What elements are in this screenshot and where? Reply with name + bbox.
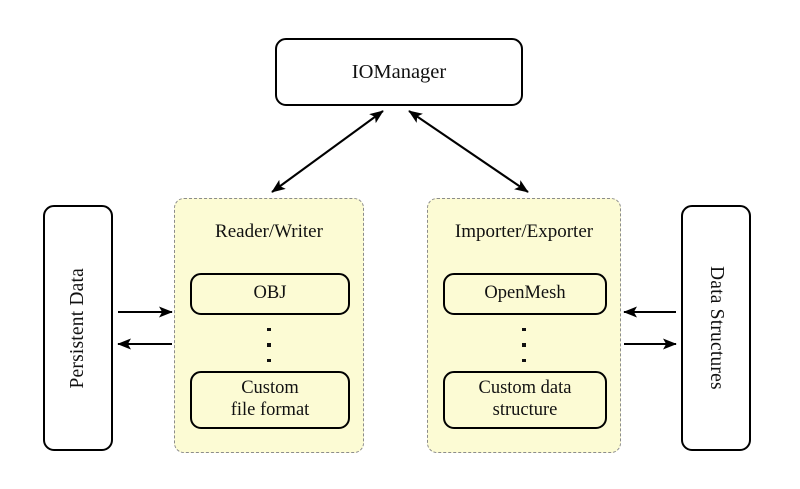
ellipsis-dot xyxy=(522,328,526,332)
ellipsis-dot xyxy=(522,358,526,362)
data-structures-box[interactable]: Data Structures xyxy=(681,205,751,451)
ellipsis-dot xyxy=(267,343,271,347)
custom-file-format-line1: Custom xyxy=(241,378,299,399)
reader-writer-item-obj[interactable]: OBJ xyxy=(190,273,350,315)
iomanager-box[interactable]: IOManager xyxy=(275,38,523,106)
iomanager-label: IOManager xyxy=(351,60,447,83)
importer-exporter-group-title: Importer/Exporter xyxy=(454,221,594,242)
ellipsis-dot xyxy=(267,328,271,332)
arrow-iomanager-reader-writer xyxy=(271,110,384,193)
persistent-data-box[interactable]: Persistent Data xyxy=(43,205,113,451)
importer-exporter-item-custom-data-structure[interactable]: Custom data structure xyxy=(443,371,607,429)
ellipsis-dot xyxy=(522,343,526,347)
importer-exporter-group: Importer/Exporter OpenMesh Custom data s… xyxy=(427,198,621,453)
reader-writer-item-custom-file-format-label: Custom file format xyxy=(231,378,310,422)
reader-writer-group: Reader/Writer OBJ Custom file format xyxy=(174,198,364,453)
custom-data-structure-line1: Custom data xyxy=(478,378,572,399)
reader-writer-item-custom-file-format[interactable]: Custom file format xyxy=(190,371,350,429)
arrow-iomanager-importer-exporter xyxy=(408,110,529,193)
importer-exporter-item-custom-data-structure-label: Custom data structure xyxy=(478,378,571,422)
importer-exporter-item-openmesh[interactable]: OpenMesh xyxy=(443,273,607,315)
data-structures-label: Data Structures xyxy=(706,266,727,390)
custom-data-structure-line2: structure xyxy=(492,400,558,420)
importer-exporter-item-openmesh-label: OpenMesh xyxy=(484,283,566,304)
reader-writer-ellipsis xyxy=(175,325,363,365)
reader-writer-group-title: Reader/Writer xyxy=(215,221,323,242)
importer-exporter-ellipsis xyxy=(428,325,620,365)
ellipsis-dot xyxy=(267,358,271,362)
custom-file-format-line2: file format xyxy=(230,400,310,420)
persistent-data-label: Persistent Data xyxy=(67,267,88,389)
reader-writer-item-obj-label: OBJ xyxy=(253,283,287,304)
